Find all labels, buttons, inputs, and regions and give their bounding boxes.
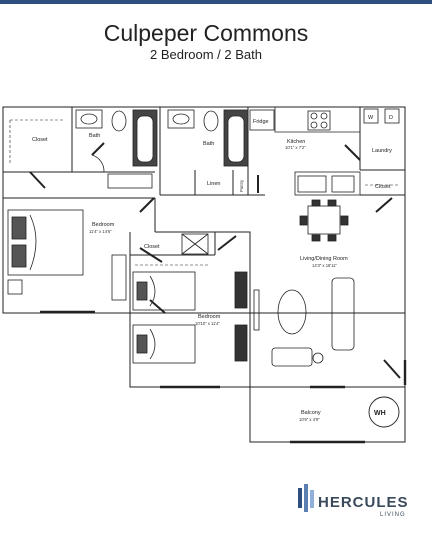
side-table-icon bbox=[312, 352, 324, 364]
burner-icon bbox=[320, 112, 328, 120]
bedroom-second-dims: 10'10" x 11'4" bbox=[195, 321, 220, 326]
page-title: Culpeper Commons bbox=[103, 20, 309, 46]
sink-basin-icon bbox=[172, 113, 190, 125]
bedroom-master-label: Bedroom bbox=[92, 222, 115, 228]
dryer-box bbox=[384, 108, 400, 124]
burner-icon bbox=[310, 121, 318, 129]
bedroom-second-label: Bedroom bbox=[198, 314, 221, 320]
nightstand-icon bbox=[7, 279, 23, 295]
bath-second-label: Bath bbox=[203, 141, 214, 147]
pillow-icon bbox=[11, 216, 27, 240]
logo-name: HERCULES bbox=[318, 494, 409, 511]
door-icon bbox=[383, 359, 401, 379]
dresser-master-icon bbox=[111, 254, 127, 301]
door-icon bbox=[139, 247, 163, 263]
chair-icon bbox=[327, 199, 337, 207]
bed-master-icon bbox=[7, 209, 84, 276]
burner-icon bbox=[310, 112, 318, 120]
bathtub-basin-icon bbox=[227, 115, 245, 163]
twin-bed-icon bbox=[132, 324, 196, 364]
fridge-box bbox=[249, 109, 275, 131]
door-icon bbox=[149, 299, 166, 314]
kitchen-counter-top bbox=[274, 107, 360, 133]
washer-box bbox=[363, 108, 379, 124]
living-dining-label: Living/Dining Room bbox=[300, 256, 348, 262]
chair-icon bbox=[311, 234, 321, 242]
living-dining-dims: 14'3" x 18'11" bbox=[312, 263, 337, 268]
kitchen-label: Kitchen bbox=[287, 139, 305, 145]
pantry-label: Pantry bbox=[239, 179, 244, 192]
toilet-icon bbox=[203, 110, 219, 132]
bed-sheet-icon bbox=[149, 328, 156, 360]
door-swing-icon bbox=[91, 154, 105, 173]
linen-label: Linen bbox=[207, 181, 220, 187]
bathtub-basin-icon bbox=[136, 115, 154, 163]
sink-icon bbox=[75, 109, 103, 129]
washer-label: W bbox=[368, 115, 374, 121]
dresser-icon bbox=[234, 271, 248, 309]
tv-stand-icon bbox=[253, 289, 260, 331]
chair-icon bbox=[327, 234, 337, 242]
water-heater-icon bbox=[368, 396, 400, 428]
bedroom-master-dims: 11'4" x 14'6" bbox=[89, 229, 112, 234]
logo-tagline: LIVING bbox=[380, 512, 406, 518]
balcony-label: Balcony bbox=[301, 410, 321, 416]
water-heater-label: WH bbox=[374, 410, 386, 417]
top-accent-bar bbox=[0, 0, 432, 4]
outer-wall-upper bbox=[2, 106, 406, 314]
fridge-label: Fridge bbox=[253, 119, 269, 125]
chair-icon bbox=[299, 215, 308, 226]
door-icon bbox=[29, 171, 46, 189]
laundry-label: Laundry bbox=[372, 148, 392, 154]
sink-icon bbox=[167, 109, 195, 129]
stove-icon bbox=[307, 110, 331, 131]
kitchen-sink-icon bbox=[297, 175, 327, 193]
closet-kitchen-label: Closet bbox=[375, 184, 391, 190]
twin-bed-icon bbox=[132, 271, 196, 311]
chair-icon bbox=[311, 199, 321, 207]
balcony-dims: 10'6" x 4'9" bbox=[299, 417, 320, 422]
page-subtitle: 2 Bedroom / 2 Bath bbox=[149, 47, 262, 62]
burner-icon bbox=[320, 121, 328, 129]
dishwasher-icon bbox=[331, 175, 355, 193]
sink-basin-icon bbox=[80, 113, 98, 125]
dining-table-icon bbox=[307, 205, 341, 235]
toilet-icon bbox=[111, 110, 127, 132]
pillow-icon bbox=[136, 281, 148, 301]
door-icon bbox=[91, 142, 105, 156]
closet-master-label: Closet bbox=[32, 137, 48, 143]
chair-icon bbox=[340, 215, 349, 226]
sofa-icon bbox=[331, 277, 355, 351]
dresser-icon bbox=[107, 173, 153, 189]
door-icon bbox=[139, 197, 155, 213]
living-lower-wall bbox=[249, 313, 406, 388]
bed-sheet-icon bbox=[149, 275, 156, 307]
closet-second-label: Closet bbox=[144, 244, 160, 250]
bath-master-label: Bath bbox=[89, 133, 100, 139]
closet-shelf-master bbox=[9, 119, 65, 165]
kitchen-dims: 10'1" x 7'2" bbox=[285, 145, 306, 150]
door-icon bbox=[375, 197, 393, 213]
dresser-icon bbox=[234, 324, 248, 362]
pillow-icon bbox=[136, 334, 148, 354]
dryer-label: D bbox=[389, 115, 393, 121]
closet-box-x-icon bbox=[181, 233, 209, 255]
kitchen-counter-bottom bbox=[294, 171, 361, 196]
bed-sheet-icon bbox=[29, 214, 37, 271]
closet-box-icon bbox=[181, 233, 209, 255]
hercules-logo-icon bbox=[298, 484, 314, 512]
coffee-table-icon bbox=[277, 289, 307, 335]
loveseat-icon bbox=[271, 347, 313, 367]
door-icon bbox=[344, 144, 361, 161]
pillow-icon bbox=[11, 244, 27, 268]
door-icon bbox=[217, 235, 237, 251]
